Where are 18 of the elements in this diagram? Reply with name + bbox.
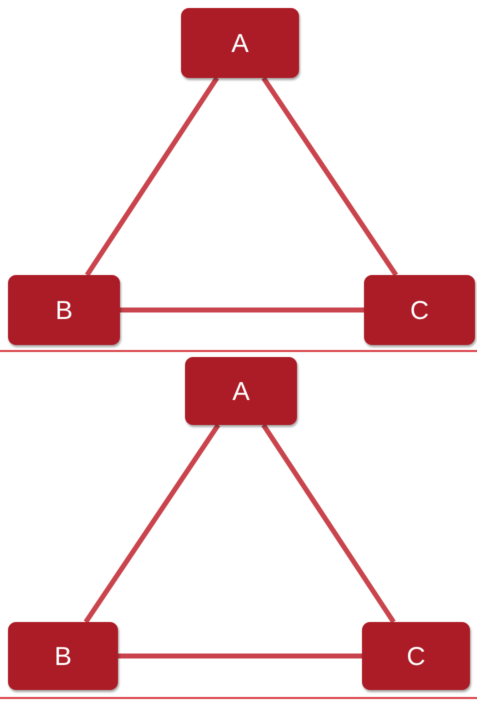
node-label: C [406,643,426,669]
node-label: A [232,378,250,404]
node-box [8,275,120,345]
node-box [362,622,470,690]
node-label: B [54,643,72,669]
node-box [8,622,118,690]
node-label: C [410,297,429,323]
connector-line [261,76,398,276]
node-box [364,275,475,345]
connector-line [120,308,364,312]
node-label: A [231,30,249,56]
node-box [181,8,299,78]
connector-line [84,76,220,276]
connector-line [84,424,220,624]
node-box [185,357,297,425]
node-label: B [55,297,73,323]
connector-line [118,654,362,658]
connector-line [261,424,396,624]
